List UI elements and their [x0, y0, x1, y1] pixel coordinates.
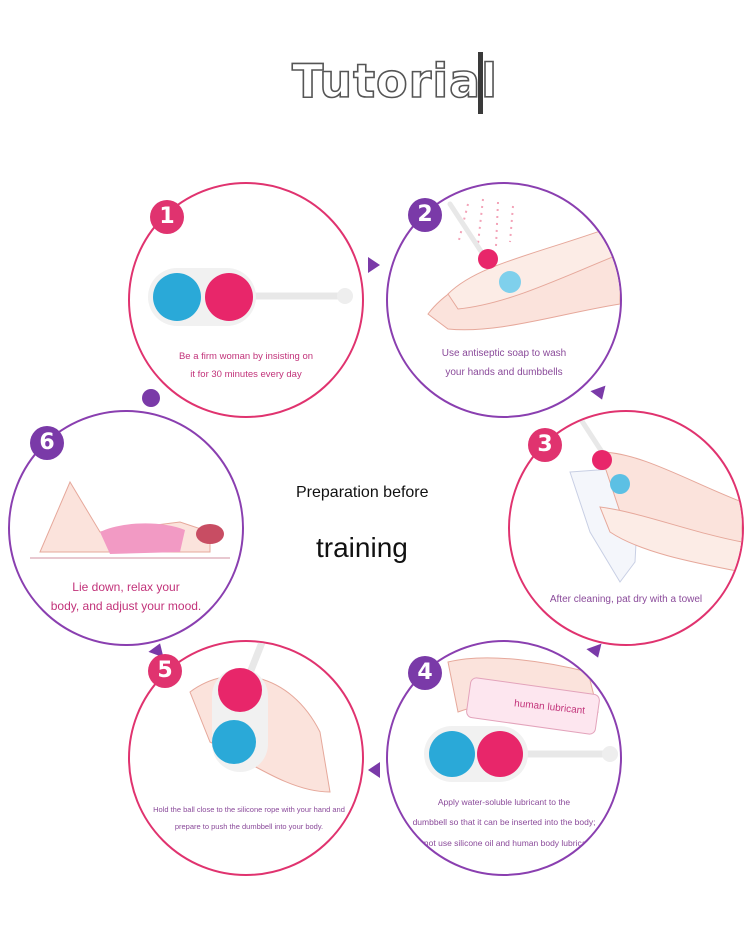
- step-6-caption: Lie down, relax your body, and adjust yo…: [10, 578, 242, 616]
- insert-ball-icon: [189, 642, 331, 793]
- step-6-line1: Lie down, relax your: [72, 580, 180, 594]
- step-4-line2: dumbbell so that it can be inserted into…: [412, 817, 596, 828]
- step-4-circle: human lubricant Apply water-soluble lubr…: [386, 640, 622, 876]
- step-6-line2: body, and adjust your mood.: [50, 599, 202, 614]
- step-2-line1: Use antiseptic soap to wash: [441, 348, 567, 359]
- kegel-balls-icon: [148, 268, 353, 326]
- step-3-badge: 3: [528, 428, 562, 462]
- step-1-line2: it for 30 minutes every day: [190, 369, 302, 381]
- step-5-circle: Hold the ball close to the silicone rope…: [128, 640, 364, 876]
- step-2-badge: 2: [408, 198, 442, 232]
- step-1-line1: Be a firm woman by insisting on: [178, 351, 314, 362]
- step-3-line1: After cleaning, pat dry with a towel: [549, 594, 703, 605]
- connector-dot-icon: [142, 389, 160, 407]
- page-title: Tutorial: [291, 53, 498, 109]
- step-1-circle: Be a firm woman by insisting on it for 3…: [128, 182, 364, 418]
- lubricant-bottle-icon: [424, 657, 618, 782]
- step-4-caption: Apply water-soluble lubricant to the dum…: [388, 792, 620, 853]
- step-4-line3: do not use silicone oil and human body l…: [412, 837, 596, 848]
- step-5-caption: Hold the ball close to the silicone rope…: [134, 802, 362, 835]
- center-subtitle: Preparation before: [296, 484, 429, 501]
- step-5-line2: prepare to push the dumbbell into your b…: [174, 821, 324, 831]
- step-3-caption: After cleaning, pat dry with a towel: [510, 590, 742, 609]
- washing-hands-icon: [427, 198, 620, 331]
- step-2-line2: your hands and dumbbells: [445, 367, 563, 378]
- step-1-badge: 1: [150, 200, 184, 234]
- step-2-caption: Use antiseptic soap to wash your hands a…: [388, 344, 620, 382]
- step-2-circle: Use antiseptic soap to wash your hands a…: [386, 182, 622, 418]
- towel-drying-icon: [569, 412, 742, 583]
- step-4-line1: Apply water-soluble lubricant to the: [437, 797, 571, 807]
- step-5-line1: Hold the ball close to the silicone rope…: [153, 805, 345, 814]
- arrow-1-to-2-icon: [368, 257, 380, 273]
- lying-woman-icon: [30, 480, 230, 559]
- step-3-circle: After cleaning, pat dry with a towel: [508, 410, 744, 646]
- step-1-caption: Be a firm woman by insisting on it for 3…: [130, 348, 362, 384]
- title-divider: [478, 52, 483, 114]
- arrow-4-to-5-icon: [368, 762, 380, 778]
- step-4-badge: 4: [408, 656, 442, 690]
- center-title: training: [316, 532, 408, 563]
- step-6-badge: 6: [30, 426, 64, 460]
- step-5-badge: 5: [148, 654, 182, 688]
